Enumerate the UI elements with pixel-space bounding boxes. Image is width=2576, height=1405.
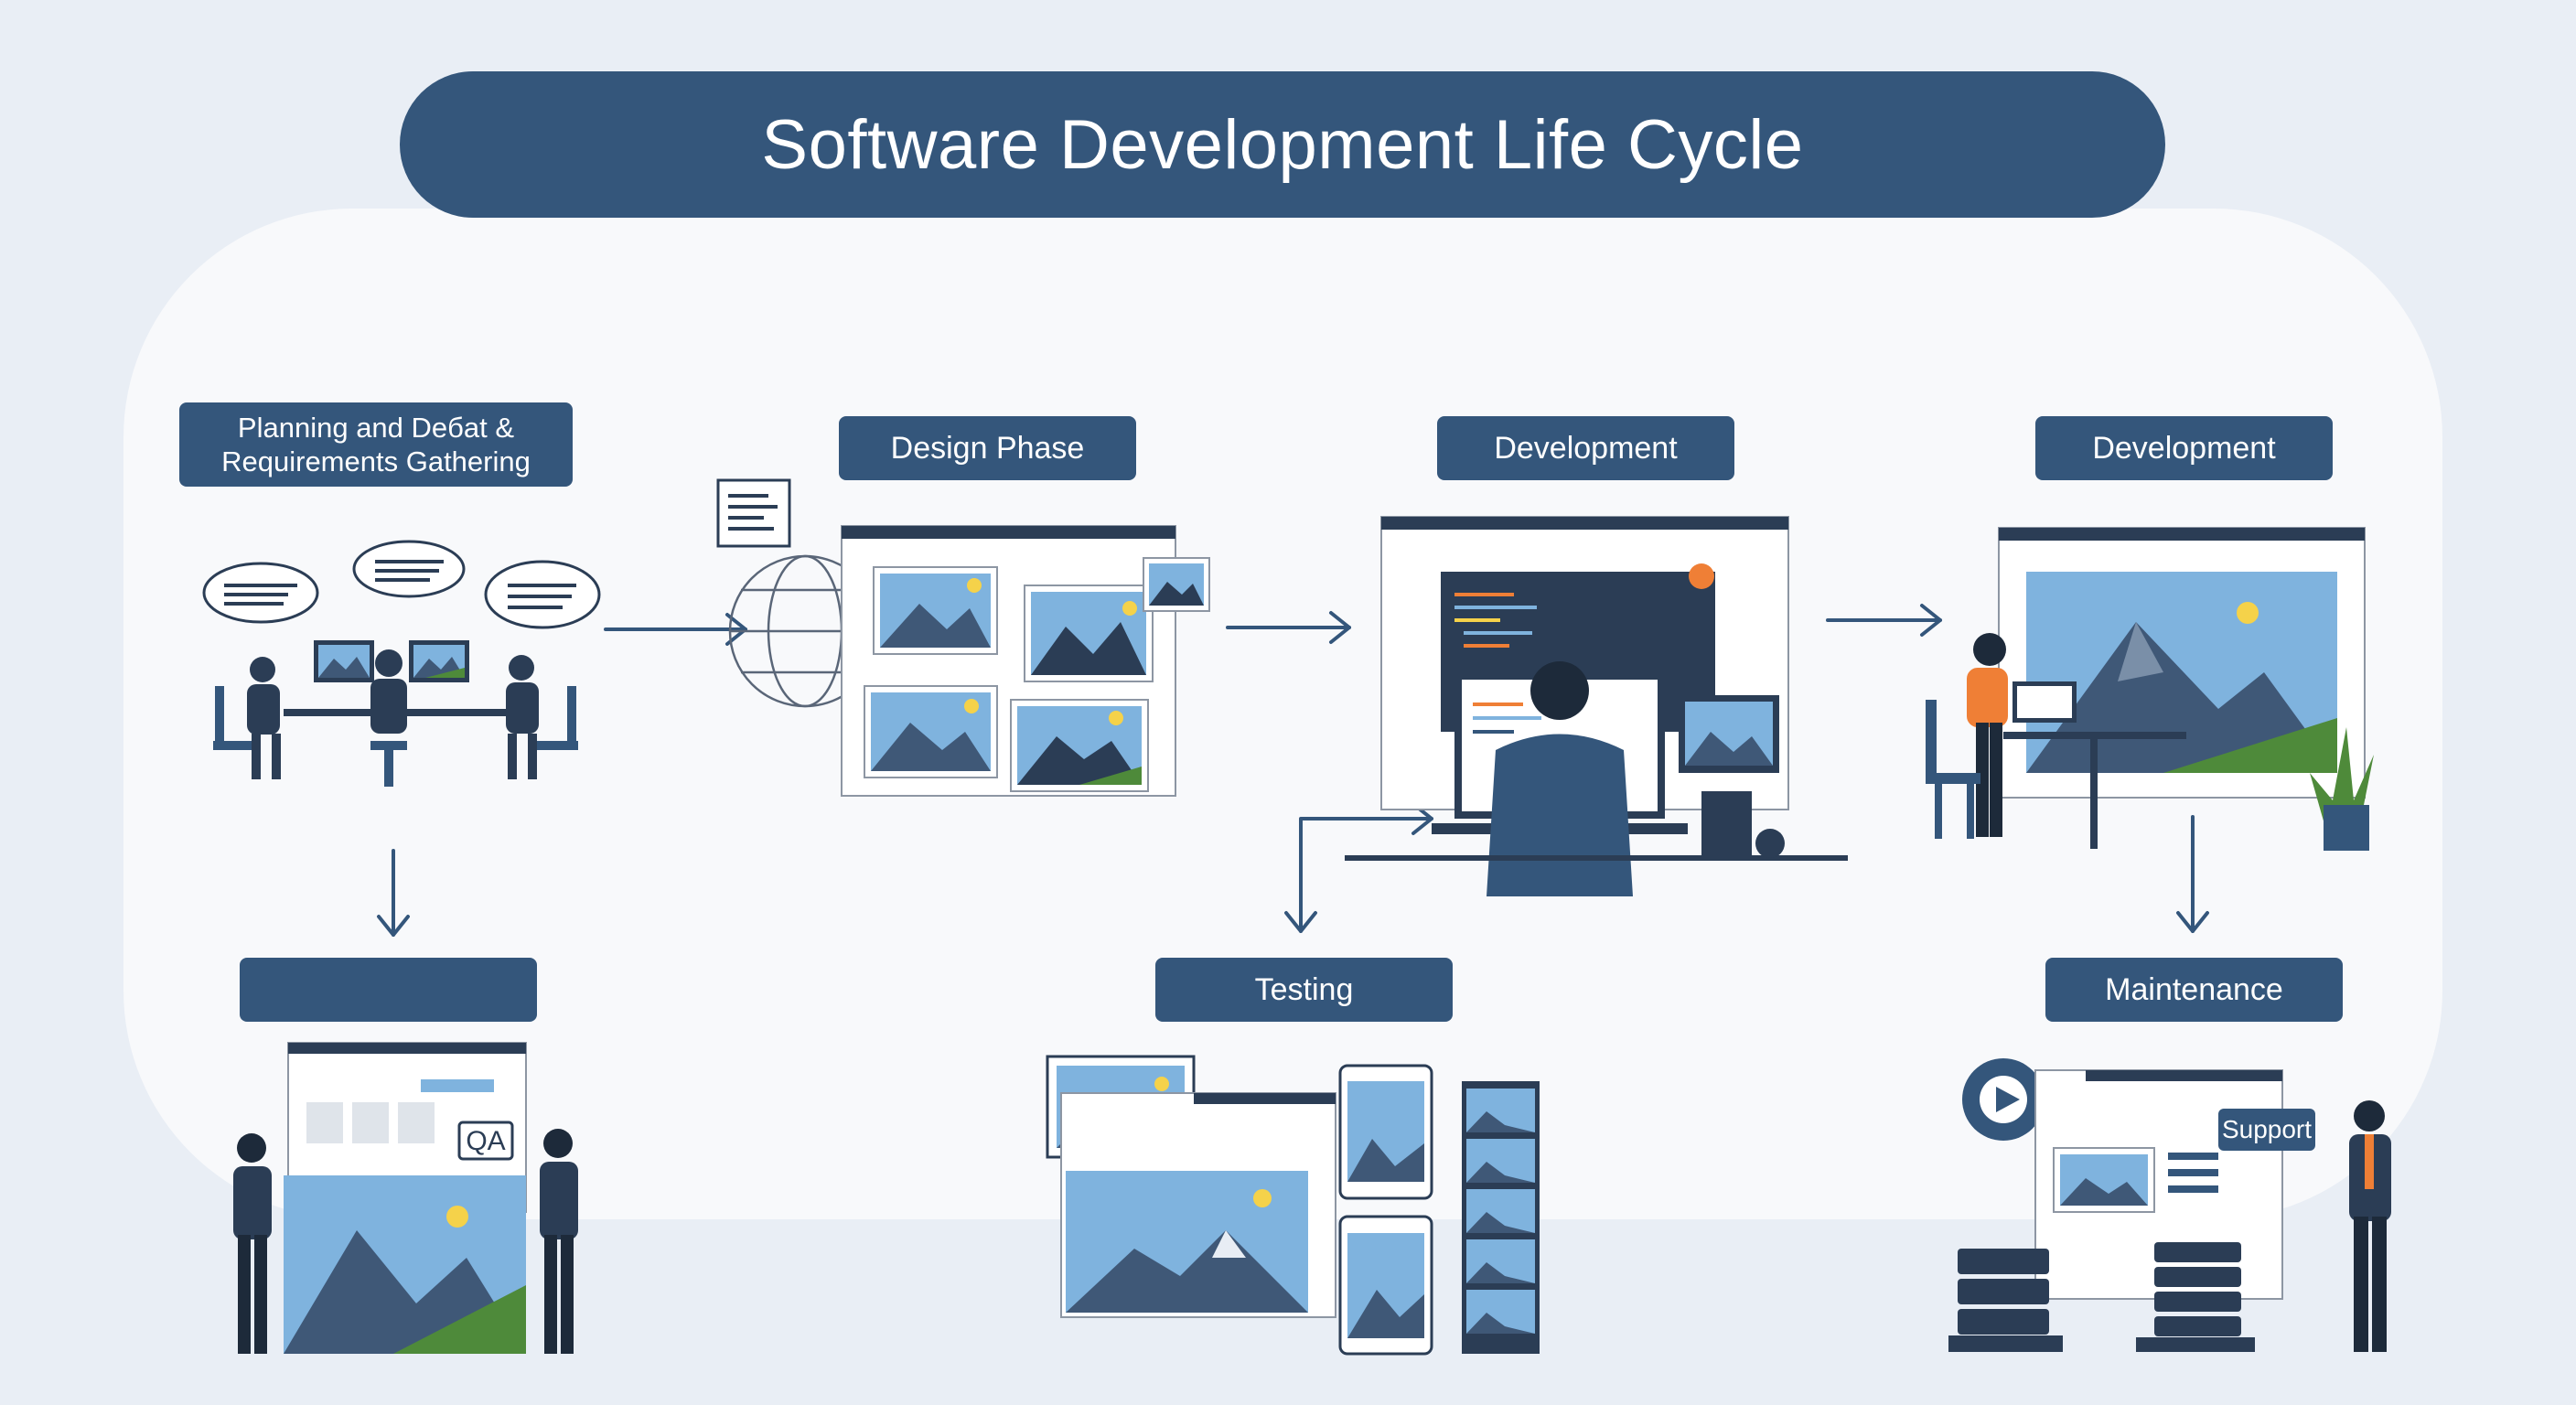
- testing-devices-illustration: [1046, 1055, 1540, 1356]
- qa-badge-text: QA: [466, 1126, 505, 1156]
- support-badge: Support: [2218, 1109, 2315, 1151]
- person-icon: [213, 649, 578, 787]
- laptop-icon: [2003, 681, 2186, 849]
- image-frame: [864, 557, 1210, 792]
- planning-label-line-1: Planning and Deбat &: [237, 411, 515, 444]
- testing-stage-label: Testing: [1155, 958, 1453, 1022]
- document-icon: [716, 478, 791, 548]
- development-workspace-illustration: [1926, 527, 2374, 851]
- maintenance-support-illustration: Support: [1948, 1058, 2391, 1352]
- image-frame: [2026, 572, 2337, 773]
- server-rack-icon: [1948, 1242, 2255, 1352]
- qa-review-illustration: QA: [233, 1042, 578, 1354]
- design-stage-label: Design Phase: [839, 416, 1136, 480]
- development-stage-label: Development: [1437, 416, 1734, 480]
- development-stage-label-2: Development: [2035, 416, 2333, 480]
- maintenance-stage-label: Maintenance: [2045, 958, 2343, 1022]
- person-icon: [1926, 633, 2008, 839]
- monitor-icon: [314, 640, 469, 682]
- browser-window: [2034, 1069, 2283, 1300]
- development-coding-illustration: [1345, 516, 1848, 896]
- gear-icon: [1962, 1058, 2045, 1141]
- monitor-icon: [1679, 695, 1779, 773]
- design-phase-illustration: [716, 478, 1210, 797]
- page-title: Software Development Life Cycle: [400, 71, 2165, 218]
- planning-stage-label: Planning and Deбat & Requirements Gather…: [179, 402, 573, 487]
- support-badge-text: Support: [2222, 1115, 2312, 1143]
- browser-window: [1060, 1092, 1336, 1318]
- image-strip: [1462, 1081, 1540, 1354]
- image-frame: [284, 1175, 526, 1354]
- person-icon: [2349, 1100, 2391, 1352]
- tablet-icon: [1338, 1064, 1433, 1356]
- qa-badge: QA: [457, 1121, 514, 1161]
- person-icon: [233, 1129, 578, 1354]
- planning-label-line-2: Requirements Gathering: [221, 445, 531, 477]
- planning-meeting-illustration: [202, 540, 601, 787]
- deployment-stage-label: [240, 958, 537, 1022]
- plant-icon: [2310, 727, 2374, 851]
